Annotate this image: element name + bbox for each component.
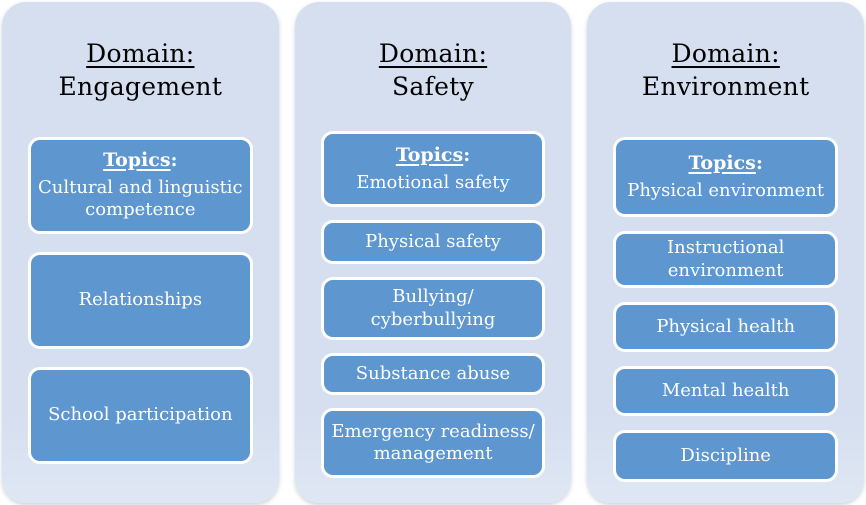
topics-label-text: Topics: [103, 149, 171, 172]
domain-name: Engagement: [58, 71, 223, 101]
topic-box: Discipline: [613, 430, 839, 482]
topic-label: Bullying/ cyberbullying: [370, 286, 496, 330]
topic-box-topics-header: Topics: Emotional safety: [320, 131, 546, 207]
topics-heading: Topics:: [688, 152, 762, 176]
topic-box-topics-header: Topics: Cultural and linguistic competen…: [28, 137, 253, 234]
topic-box: Substance abuse: [320, 353, 546, 395]
topic-box: School participation: [28, 367, 253, 464]
topic-label: Emergency readiness/ management: [331, 420, 535, 465]
domain-label: Domain:: [86, 39, 195, 68]
domain-panel-environment: Domain: Environment Topics: Physical env…: [587, 2, 865, 503]
topic-box-topics-header: Topics: Physical environment: [613, 137, 839, 217]
topic-label: School participation: [48, 404, 233, 426]
topic-box: Bullying/ cyberbullying: [320, 277, 546, 340]
topic-box: Mental health: [613, 366, 839, 416]
topics-colon: :: [755, 151, 763, 174]
topic-label: Instructional environment: [666, 237, 785, 281]
domain-panel-safety: Domain: Safety Topics: Emotional safety …: [294, 2, 572, 503]
topic-label: Physical safety: [365, 230, 501, 252]
domain-header: Domain: Environment: [613, 38, 838, 103]
topics-heading: Topics:: [103, 149, 177, 173]
topic-box: Relationships: [28, 252, 253, 349]
domain-name: Environment: [641, 71, 810, 101]
domain-header: Domain: Engagement: [28, 38, 253, 103]
topic-label: Emotional safety: [356, 171, 510, 193]
topic-label: Cultural and linguistic competence: [38, 176, 243, 221]
topic-label: Mental health: [661, 379, 790, 401]
topic-box: Physical health: [613, 302, 839, 352]
domain-panel-engagement: Domain: Engagement Topics: Cultural and …: [2, 2, 279, 503]
topic-label: Discipline: [680, 444, 771, 466]
topic-box: Emergency readiness/ management: [320, 408, 546, 478]
topic-label: Physical health: [656, 315, 796, 337]
topic-box: Physical safety: [320, 220, 546, 264]
domain-label: Domain:: [671, 39, 780, 68]
topics-list: Topics: Physical environment Instruction…: [613, 137, 839, 482]
topic-label: Physical environment: [627, 179, 825, 201]
domain-label: Domain:: [378, 39, 488, 68]
topics-list: Topics: Cultural and linguistic competen…: [28, 137, 253, 464]
topics-colon: :: [463, 143, 471, 166]
topic-label: Substance abuse: [355, 362, 511, 384]
topics-label-text: Topics: [688, 151, 756, 174]
topics-colon: :: [170, 149, 178, 172]
topics-label-text: Topics: [395, 143, 464, 166]
domain-name: Safety: [391, 71, 475, 101]
topics-list: Topics: Emotional safety Physical safety…: [320, 131, 546, 478]
topic-label: Relationships: [78, 289, 203, 311]
topic-box: Instructional environment: [613, 231, 839, 288]
domain-header: Domain: Safety: [321, 38, 546, 103]
topics-heading: Topics:: [396, 144, 470, 168]
